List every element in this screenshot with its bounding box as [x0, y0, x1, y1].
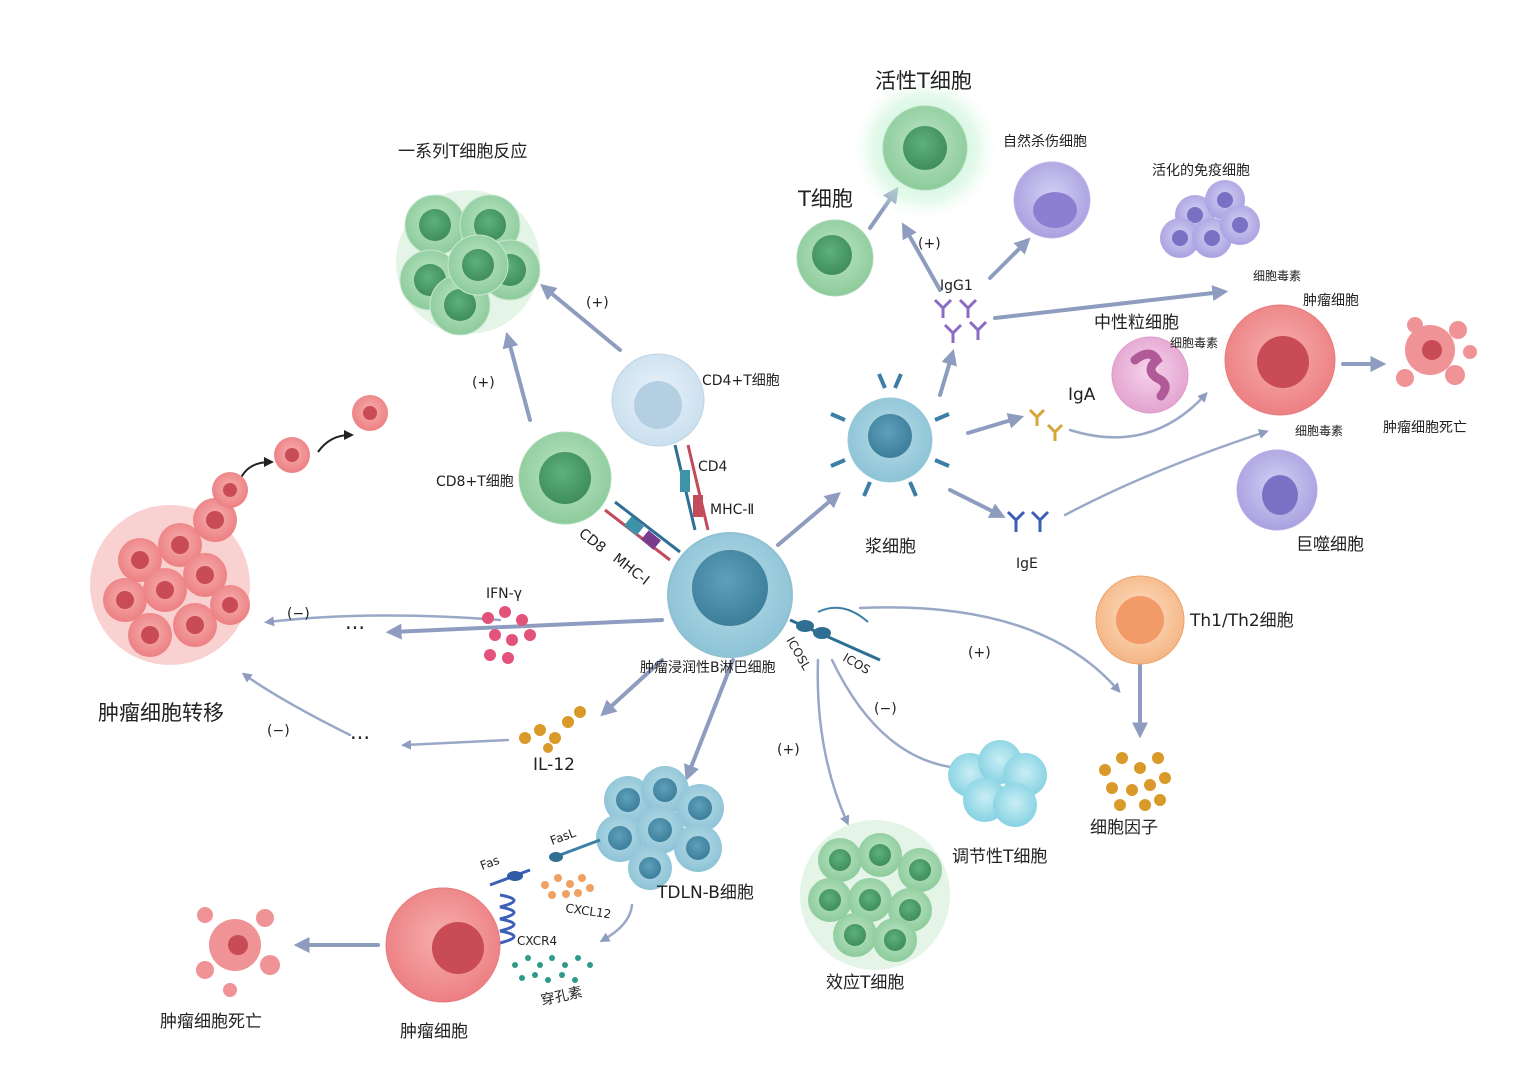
tumor-infiltrating-b-cell — [667, 532, 793, 658]
cytokine-molecules — [1099, 752, 1171, 811]
label-cd8: CD8 — [576, 526, 609, 557]
label-t-reactions: 一系列T细胞反应 — [398, 142, 527, 162]
label-tumor-cell-right: 肿瘤细胞 — [1303, 292, 1359, 309]
label-iga: IgA — [1068, 385, 1096, 405]
il12-molecules — [519, 706, 586, 753]
label-cxcr4: CXCR4 — [517, 934, 557, 948]
label-neutrophil: 中性粒细胞 — [1094, 313, 1179, 333]
ellipsis-ifn: ··· — [345, 616, 365, 640]
iga-antibodies — [1028, 408, 1064, 441]
arrows — [237, 186, 1387, 953]
label-mhc2: MHC-Ⅱ — [710, 502, 754, 518]
fas-fasl-receptors — [489, 838, 601, 945]
igg1-antibodies — [933, 298, 988, 343]
sign-minus-ifn: (−) — [287, 606, 310, 622]
label-activated-t: 活性T细胞 — [875, 69, 972, 93]
icosl-icos — [789, 606, 881, 662]
effector-t-cluster — [800, 820, 950, 970]
label-th12: Th1/Th2细胞 — [1189, 611, 1294, 631]
ifn-gamma-molecules — [482, 606, 536, 664]
label-cytotoxin-3: 细胞毒素 — [1295, 424, 1343, 438]
label-tumor-death-right: 肿瘤细胞死亡 — [1383, 419, 1467, 436]
ige-antibodies — [1006, 510, 1050, 532]
label-cd4-t: CD4+T细胞 — [702, 373, 780, 389]
activated-t-cell — [850, 73, 1000, 223]
label-til-b: 肿瘤浸润性B淋巴细胞 — [640, 659, 776, 676]
t-cell-reaction-cluster — [396, 190, 541, 336]
plasma-cell — [830, 373, 950, 497]
label-nk-cell: 自然杀伤细胞 — [1003, 133, 1087, 150]
label-cytokine: 细胞因子 — [1090, 818, 1158, 838]
sign-plus-th: (+) — [968, 645, 991, 661]
tcr-mhc-receptors — [604, 444, 710, 562]
sign-minus-il12: (−) — [267, 723, 290, 739]
activated-immune-cells — [1160, 180, 1260, 258]
label-ifn: IFN-γ — [486, 586, 522, 602]
labels: 一系列T细胞反应 活性T细胞 T细胞 自然杀伤细胞 活化的免疫细胞 细胞毒素 肿… — [98, 69, 1467, 1042]
sign-plus-cd8: (+) — [472, 375, 495, 391]
label-tumor-cell-bottom: 肿瘤细胞 — [400, 1022, 468, 1042]
cd4-t-cell — [611, 353, 705, 447]
tumor-death-bottom — [196, 907, 280, 997]
label-cytotoxin-1: 细胞毒素 — [1253, 269, 1301, 283]
th1-th2-cell — [1095, 575, 1185, 665]
label-fas: Fas — [478, 853, 501, 873]
macrophage — [1236, 449, 1318, 531]
label-plasma-cell: 浆细胞 — [865, 537, 916, 557]
label-cd8-t: CD8+T细胞 — [436, 474, 514, 490]
sign-plus-igg1: (+) — [918, 236, 941, 252]
label-cd4: CD4 — [698, 459, 728, 475]
sign-plus-effector: (+) — [777, 742, 800, 758]
label-il12: IL-12 — [533, 755, 575, 775]
label-cytotoxin-2: 细胞毒素 — [1170, 336, 1218, 350]
label-t-cell: T细胞 — [797, 187, 853, 211]
perforin-molecules — [512, 955, 593, 983]
ellipsis-il12: ··· — [350, 726, 370, 750]
sign-minus-treg: (−) — [874, 701, 897, 717]
label-treg: 调节性T细胞 — [952, 847, 1047, 867]
label-perforin: 穿孔素 — [540, 985, 584, 1009]
label-ige: IgE — [1016, 556, 1038, 572]
regulation-signs: (+) (+) (+) (−) (−) (+) (−) (+) — [267, 236, 991, 758]
label-fasl: FasL — [548, 826, 578, 848]
nk-cell — [1013, 161, 1091, 239]
metastasis-tumor-mass — [90, 472, 250, 665]
cxcl12-molecules — [541, 874, 594, 899]
label-cxcl12: CXCL12 — [565, 901, 613, 921]
tdln-b-cluster — [596, 766, 724, 890]
treg-cluster — [948, 740, 1047, 827]
label-icosl: ICOSL — [783, 635, 813, 673]
tumor-death-right — [1396, 317, 1477, 387]
sign-plus-t-reactions: (+) — [586, 295, 609, 311]
label-effector-t: 效应T细胞 — [826, 973, 904, 993]
migrating-tumor-cells — [274, 395, 388, 473]
t-cell — [796, 219, 874, 297]
neutrophil — [1111, 336, 1189, 414]
label-metastasis: 肿瘤细胞转移 — [98, 701, 224, 725]
tumor-cell-right — [1224, 304, 1336, 416]
label-tdln-b: TDLN-B细胞 — [656, 883, 754, 903]
cd8-t-cell — [518, 431, 612, 525]
label-mhc1: MHC-Ⅰ — [610, 551, 653, 589]
label-igg1: IgG1 — [940, 278, 973, 294]
label-activated-immune: 活化的免疫细胞 — [1152, 163, 1250, 179]
label-macrophage: 巨噬细胞 — [1296, 535, 1364, 555]
tumor-cell-bottom — [385, 887, 501, 1003]
label-tumor-death-bottom: 肿瘤细胞死亡 — [160, 1012, 262, 1032]
